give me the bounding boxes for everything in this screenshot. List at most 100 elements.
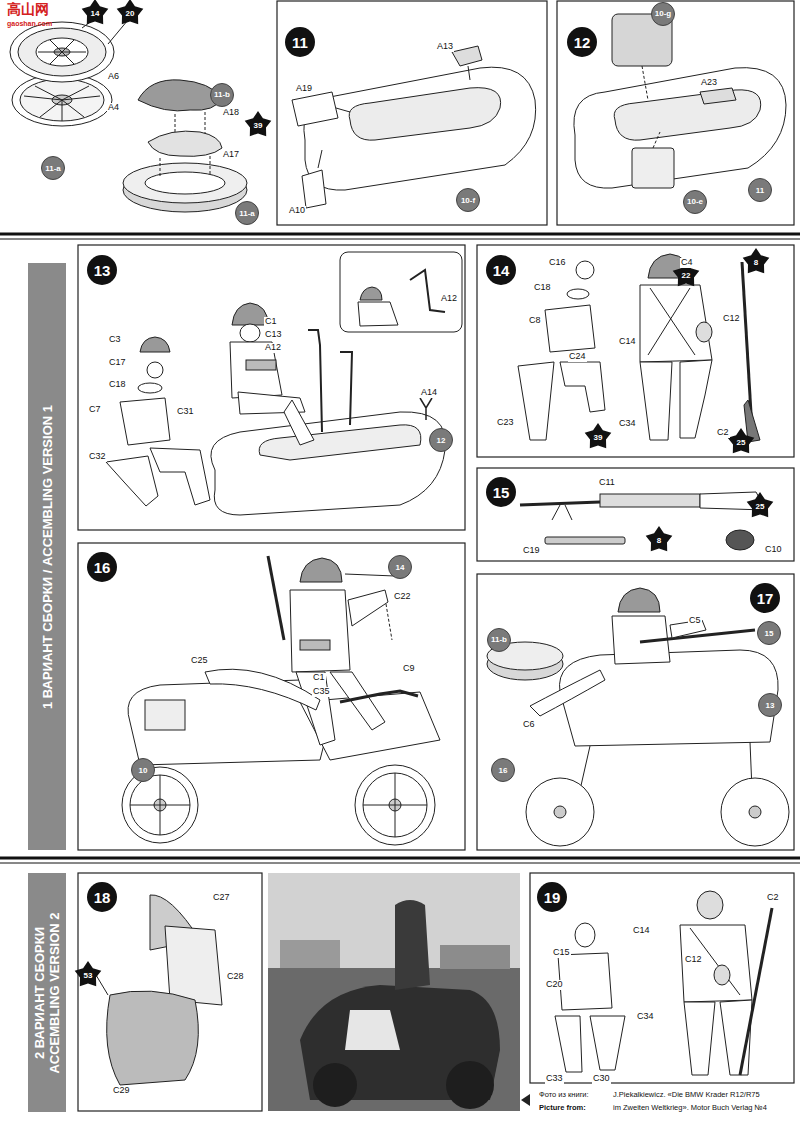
sidecar-assembly-part (580, 746, 590, 790)
figure-seated-part (420, 398, 432, 420)
star-badge-fill (747, 492, 774, 517)
part-label: C11 (598, 478, 616, 488)
figure-seated-part (410, 270, 445, 312)
bag-parts-part (165, 926, 222, 1005)
figure-standing-part (560, 362, 605, 412)
wheel-parts-part (20, 79, 104, 121)
star-badge: 25 (727, 428, 755, 456)
figure-standing-part (640, 285, 712, 362)
sidecar-body (574, 14, 786, 188)
part-label: C20 (545, 980, 564, 990)
section-rule-part (0, 857, 800, 860)
reference-photo-part (395, 900, 430, 990)
part-reference-text: 10 (139, 766, 148, 775)
step-number-text: 17 (757, 590, 774, 607)
part-label: C15 (552, 948, 571, 958)
photo-credit: Picture from: (538, 1104, 587, 1112)
star-badge: 14 (81, 0, 109, 27)
part-reference: 10-e (683, 190, 707, 214)
figure-standing-part (567, 289, 589, 299)
figure-standing-part (680, 360, 712, 438)
motorcycle-part (386, 604, 392, 640)
panel-frame-part (530, 873, 794, 1083)
step-number: 16 (87, 552, 117, 582)
motorcycle-part (345, 574, 395, 576)
figure-version-2-part (558, 953, 612, 1010)
part-label: C34 (636, 1012, 655, 1022)
reference-photo-part (268, 873, 520, 1111)
section-rule-part (0, 863, 800, 864)
sidecar-assembly (487, 588, 789, 846)
figure-seated-part (138, 383, 162, 393)
part-reference: 11-b (210, 83, 234, 107)
step-number: 13 (87, 255, 117, 285)
panel-frame-part (78, 873, 262, 1111)
section-rule-part (0, 233, 800, 236)
part-label: C12 (684, 955, 703, 965)
part-reference: 15 (757, 621, 781, 645)
step-number: 14 (486, 255, 516, 285)
star-badge: 8 (742, 248, 770, 276)
part-label: A14 (420, 388, 438, 398)
wheel-parts-part (108, 20, 128, 44)
part-label: C23 (496, 418, 515, 428)
part-label: C8 (528, 316, 542, 326)
panel-frame-part (78, 543, 465, 850)
part-label: C18 (533, 283, 552, 293)
sidecar-body-part (292, 92, 338, 126)
version-band: 1 ВАРИАНТ СБОРКИ / ACCEMBLING VERSION 1 (28, 263, 66, 850)
part-reference-text: 10-e (687, 197, 703, 206)
step-number: 18 (87, 882, 117, 912)
machine-gun-part (520, 502, 600, 505)
part-label: C4 (680, 258, 694, 268)
wheel-parts-part (36, 38, 88, 66)
part-label: C2 (716, 428, 730, 438)
panel-frame-part (477, 245, 794, 457)
figure-seated-part (150, 448, 210, 505)
figure-version-2-part (575, 923, 595, 947)
wheel-parts-part (35, 86, 62, 100)
star-badge-fill (75, 961, 102, 986)
part-reference-text: 15 (765, 629, 774, 638)
part-label: A6 (107, 72, 120, 82)
figure-seated-part (308, 330, 322, 432)
part-reference-text: 13 (766, 701, 775, 710)
sidecar-body-part (574, 68, 786, 188)
photo-credit: J.Piekalkiewicz. «Die BMW Krader R12/R75 (612, 1091, 761, 1099)
panel-frame-part (477, 574, 794, 850)
part-label: C5 (688, 616, 702, 626)
motorcycle-part (145, 700, 185, 730)
figure-standing-part (545, 305, 595, 352)
motorcycle (122, 556, 440, 845)
sidecar-body-part (349, 88, 500, 141)
part-label: C27 (212, 893, 231, 903)
star-badge-fill (646, 526, 673, 551)
star-badge: 39 (244, 111, 272, 139)
part-label: C29 (112, 1086, 131, 1096)
reference-photo-part (345, 1010, 400, 1050)
part-label: C1 (264, 317, 278, 327)
watermark: gaoshan.com (6, 20, 53, 28)
star-badge: 39 (584, 423, 612, 451)
sidecar-assembly-part (530, 670, 605, 716)
part-label: C7 (88, 405, 102, 415)
figure-standing-part (640, 362, 672, 440)
motorcycle-part (348, 590, 388, 626)
part-reference: 11-a (235, 201, 259, 225)
motorcycle-part (340, 691, 418, 702)
caption-arrow (521, 1094, 530, 1106)
motorcycle-part (130, 775, 190, 835)
sidecar-assembly-part (618, 588, 660, 612)
sidecar-body (292, 46, 536, 208)
star-badge: 20 (116, 0, 144, 27)
wheel-parts-part (62, 100, 63, 121)
section-rule-part (0, 239, 800, 240)
figure-seated-part (259, 425, 421, 460)
sidecar-body-part (452, 46, 482, 66)
figure-standing-part (648, 288, 690, 355)
part-reference-text: 14 (396, 563, 405, 572)
figure-version-2-part (714, 965, 730, 985)
wheel-parts-part (38, 52, 62, 53)
step-number-text: 19 (544, 889, 561, 906)
